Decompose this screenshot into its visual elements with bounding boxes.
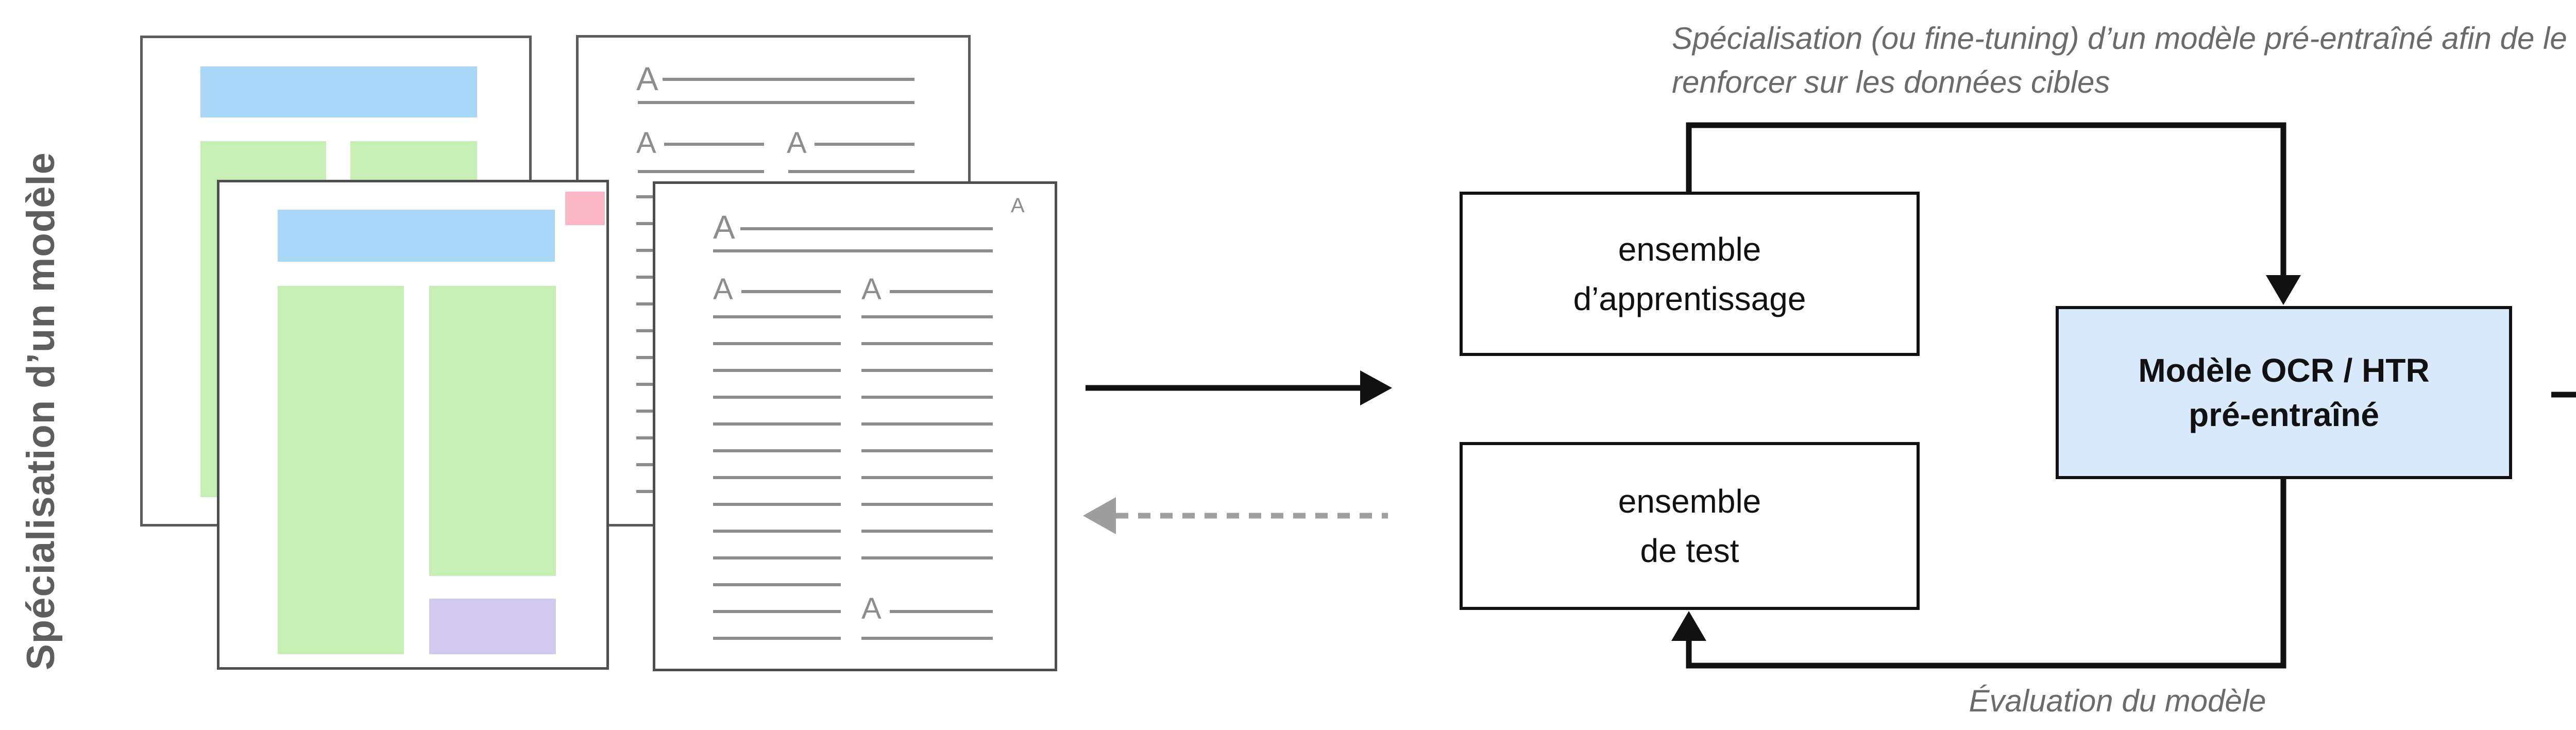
mock-text-line	[713, 637, 841, 640]
mock-text-line	[861, 503, 993, 506]
mock-text-line	[638, 101, 914, 104]
mock-block	[429, 599, 556, 654]
mock-text-line	[636, 249, 658, 252]
mock-text-line	[636, 356, 658, 359]
mock-letter: A	[861, 273, 882, 306]
mock-text-line	[636, 463, 658, 466]
mock-text-line	[713, 556, 841, 559]
mock-text-line	[636, 410, 658, 413]
mock-text-line	[713, 476, 841, 479]
mock-letter: A	[861, 592, 882, 625]
test-set-box: ensemble de test	[1460, 442, 1920, 610]
mock-text-line	[861, 637, 993, 640]
mock-text-line	[861, 396, 993, 399]
mock-text-line	[713, 610, 841, 613]
mock-block	[565, 192, 605, 225]
mock-text-line	[861, 369, 993, 372]
pretrained-model-box: Modèle OCR / HTR pré-entraîné	[2056, 306, 2512, 479]
mock-letter: A	[636, 60, 658, 97]
mock-text-line	[861, 476, 993, 479]
test-set-label-line2: de test	[1640, 532, 1739, 569]
mock-text-line	[713, 342, 841, 345]
page-title: Spécialisation d’un modèle	[19, 152, 63, 670]
mock-text-line	[636, 276, 658, 279]
mock-text-line	[861, 556, 993, 559]
training-set-label-line2: d’apprentissage	[1573, 280, 1806, 317]
mock-text-line	[861, 315, 993, 318]
mock-text-line	[713, 249, 993, 252]
mock-text-line	[890, 610, 993, 613]
mock-text-line	[713, 396, 841, 399]
annotation-finetuning-line1: Spécialisation (ou fine-tuning) d’un mod…	[1672, 21, 2567, 56]
doc-thumbnail-front-left	[217, 180, 609, 670]
mock-text-line	[861, 342, 993, 345]
mock-text-line	[861, 530, 993, 533]
mock-text-line	[638, 170, 764, 173]
mock-letter: A	[713, 209, 735, 246]
mock-text-line	[861, 449, 993, 452]
annotation-finetuning: Spécialisation (ou fine-tuning) d’un mod…	[1672, 16, 2567, 104]
mock-text-line	[713, 449, 841, 452]
mock-text-line	[664, 143, 764, 146]
mock-text-line	[636, 329, 658, 332]
mock-text-line	[636, 195, 658, 198]
mock-block	[278, 286, 404, 654]
mock-text-line	[713, 583, 841, 586]
training-set-box: ensemble d’apprentissage	[1460, 192, 1920, 356]
mock-text-line	[713, 369, 841, 372]
mock-text-line	[890, 290, 993, 293]
mock-text-line	[861, 422, 993, 426]
mock-text-line	[713, 315, 841, 318]
mock-text-line	[636, 222, 658, 225]
mock-text-line	[636, 436, 658, 439]
connector-train-to-pretrained-head	[2266, 275, 2301, 305]
mock-text-line	[636, 302, 658, 305]
mock-text-line	[636, 490, 658, 493]
pretrained-model-label-line1: Modèle OCR / HTR	[2138, 351, 2430, 389]
arrow-docs-to-sets-head	[1360, 370, 1392, 405]
mock-text-line	[815, 143, 914, 146]
annotation-evaluation: Évaluation du modèle	[1969, 684, 2266, 718]
mock-text-line	[713, 530, 841, 533]
mock-text-line	[741, 290, 841, 293]
arrow-return-dashed-head	[1083, 497, 1116, 534]
test-set-label-line1: ensemble	[1618, 483, 1761, 520]
mock-letter: A	[787, 126, 807, 160]
connector-evaluation-loop-head	[1671, 611, 1706, 641]
mock-block	[429, 286, 556, 576]
mock-block	[200, 66, 477, 117]
pretrained-model-label-line2: pré-entraîné	[2189, 396, 2379, 433]
training-set-label-line1: ensemble	[1618, 230, 1761, 268]
mock-letter: A	[636, 126, 656, 160]
mock-letter: A	[1011, 194, 1025, 217]
annotation-finetuning-line2: renforcer sur les données cibles	[1672, 65, 2110, 100]
mock-letter: A	[713, 273, 733, 306]
mock-text-line	[713, 503, 841, 506]
mock-block	[278, 210, 555, 262]
mock-text-line	[713, 422, 841, 426]
mock-text-line	[788, 170, 914, 173]
mock-text-line	[636, 383, 658, 386]
mock-text-line	[740, 227, 993, 230]
mock-text-line	[663, 78, 914, 81]
